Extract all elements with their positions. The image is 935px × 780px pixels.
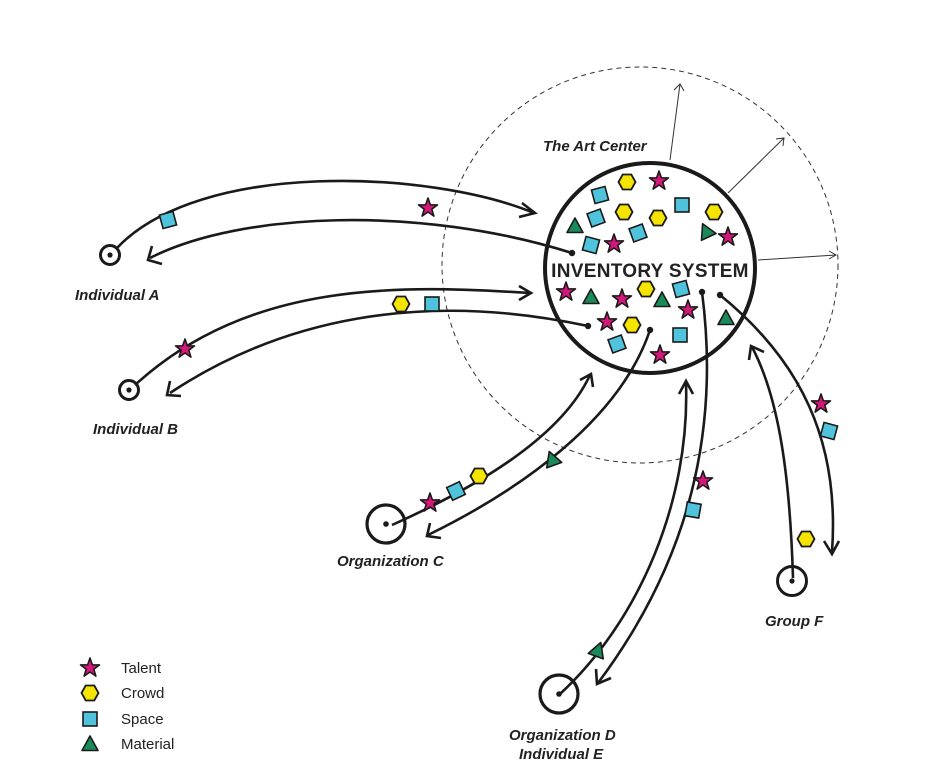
arrowhead-a-in (518, 201, 538, 219)
node-organization-d (538, 673, 580, 715)
star-icon (417, 197, 439, 217)
square-icon (424, 296, 440, 312)
triangle-icon (81, 735, 99, 752)
art-center-label: The Art Center (543, 138, 648, 155)
individual-a-label: Individual A (75, 287, 159, 304)
square-icon (158, 210, 178, 230)
art-center-boundary (441, 66, 839, 464)
arrowhead-b-out (165, 380, 182, 398)
star-icon (174, 338, 196, 358)
hexagon-icon (391, 295, 411, 313)
flow-to-center-f (750, 346, 795, 579)
hexagon-icon (614, 203, 634, 221)
flow-to-center-c (391, 374, 592, 527)
arrowhead-f-in (747, 344, 765, 361)
square-icon (590, 185, 610, 205)
arrowhead-c-out (425, 522, 442, 540)
node-individual-b (118, 379, 140, 401)
hexagon-icon (648, 209, 668, 227)
arrowhead-f-out (822, 540, 841, 557)
star-icon (810, 393, 832, 413)
flow-to-center-a (116, 179, 535, 249)
square-icon (684, 501, 702, 519)
individual-b-label: Individual B (93, 421, 178, 438)
hexagon-icon (617, 173, 637, 191)
organization-d-label: Organization D (509, 727, 616, 744)
expansion-arrows (669, 83, 838, 261)
hexagon-icon (622, 316, 642, 334)
hexagon-icon (704, 203, 724, 221)
flow-lines (116, 179, 835, 695)
legend-label-talent: Talent (121, 660, 162, 677)
flow-from-center-c (427, 329, 652, 537)
legend-label-space: Space (121, 711, 164, 728)
node-individual-a (99, 244, 121, 266)
hexagon-icon (796, 530, 816, 548)
square-icon (674, 197, 690, 213)
flow-from-center-a (149, 218, 573, 260)
flow-from-center-f (719, 293, 835, 553)
arrowhead-c-in (579, 371, 595, 388)
flow-from-center-d (596, 291, 709, 684)
square-icon (581, 235, 601, 255)
inventory-system-title: INVENTORY SYSTEM (551, 261, 749, 282)
arrowhead-d-in (677, 378, 695, 395)
individual-e-label: Individual E (519, 746, 604, 763)
square-icon (819, 421, 839, 441)
flow-from-center-b (169, 309, 589, 395)
square-icon (82, 711, 98, 727)
square-icon (672, 327, 688, 343)
node-group-f (776, 565, 808, 597)
legend: Talent Crowd Space Material (79, 657, 174, 753)
arrowheads (146, 201, 841, 686)
hexagon-icon (636, 280, 656, 298)
endpoint-nodes (99, 244, 808, 715)
square-icon (671, 279, 691, 299)
flow-to-center-d (559, 382, 688, 695)
arrowhead-a-out (146, 245, 163, 266)
line-end-dots (568, 249, 724, 334)
flow-to-center-b (134, 287, 531, 386)
star-icon (79, 657, 101, 677)
hexagon-icon (80, 684, 100, 702)
arrowhead-d-out (594, 668, 612, 686)
node-organization-c (365, 503, 407, 545)
legend-label-crowd: Crowd (121, 685, 164, 702)
legend-label-material: Material (121, 736, 174, 753)
organization-c-label: Organization C (337, 553, 445, 570)
arrowhead-b-in (518, 284, 534, 302)
group-f-label: Group F (765, 613, 824, 630)
hexagon-icon (469, 467, 489, 485)
